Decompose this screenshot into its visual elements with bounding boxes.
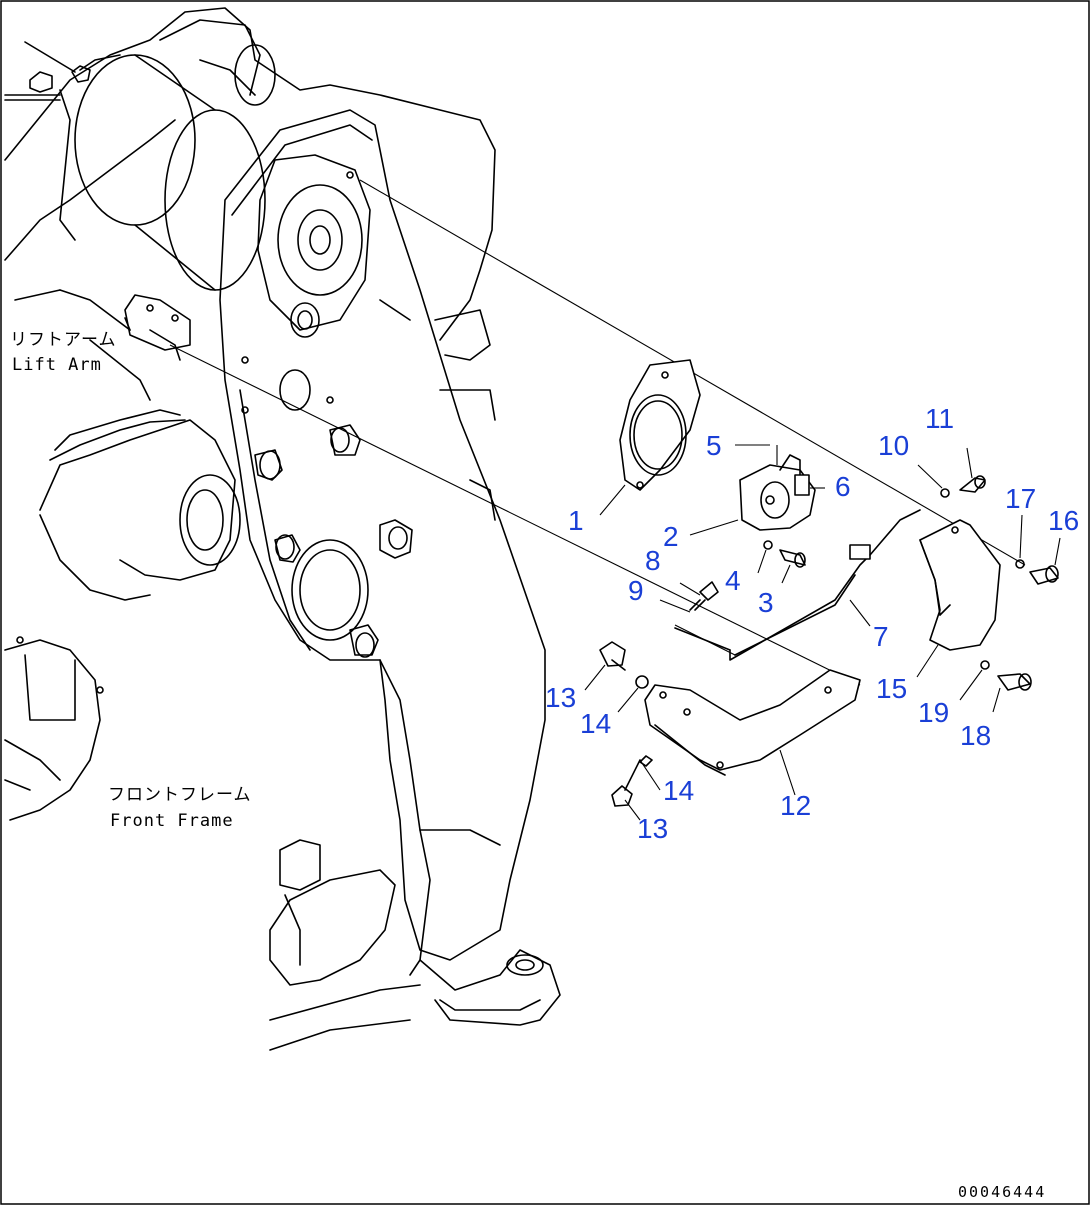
callout-18: 18 — [960, 720, 991, 751]
callout-6: 6 — [835, 471, 851, 502]
callout-10: 10 — [878, 430, 909, 461]
lift-arm-label-en: Lift Arm — [12, 355, 102, 375]
callout-13-upper: 13 — [545, 682, 576, 713]
callout-3: 3 — [758, 587, 774, 618]
part-15-cover — [919, 519, 1001, 651]
parts-exploded — [169, 179, 1059, 807]
callout-14-lower: 14 — [663, 775, 694, 806]
callout-8: 8 — [645, 545, 661, 576]
callout-leaders — [584, 444, 1061, 821]
front-frame-label-jp: フロントフレーム — [108, 785, 252, 805]
part-12-bracket — [644, 669, 861, 771]
lift-arm-assembly — [4, 7, 546, 961]
callout-15: 15 — [876, 673, 907, 704]
callout-4: 4 — [725, 565, 741, 596]
callout-19: 19 — [918, 697, 949, 728]
callout-16: 16 — [1048, 505, 1079, 536]
front-frame-label-en: Front Frame — [110, 811, 234, 831]
lift-arm-label-jp: リフトアーム — [10, 330, 116, 350]
callout-7: 7 — [873, 621, 889, 652]
drawing-code: 00046444 — [958, 1183, 1046, 1201]
callout-13-lower: 13 — [637, 813, 668, 844]
callout-12: 12 — [780, 790, 811, 821]
callout-5: 5 — [706, 430, 722, 461]
callout-9: 9 — [628, 575, 644, 606]
front-frame-assembly — [4, 636, 561, 1051]
callout-17: 17 — [1005, 483, 1036, 514]
part-1-plate — [619, 359, 701, 491]
leader-line — [169, 344, 861, 686]
callout-14-upper: 14 — [580, 708, 611, 739]
callout-1: 1 — [568, 505, 584, 536]
callout-11: 11 — [925, 403, 954, 434]
callout-2: 2 — [663, 521, 679, 552]
